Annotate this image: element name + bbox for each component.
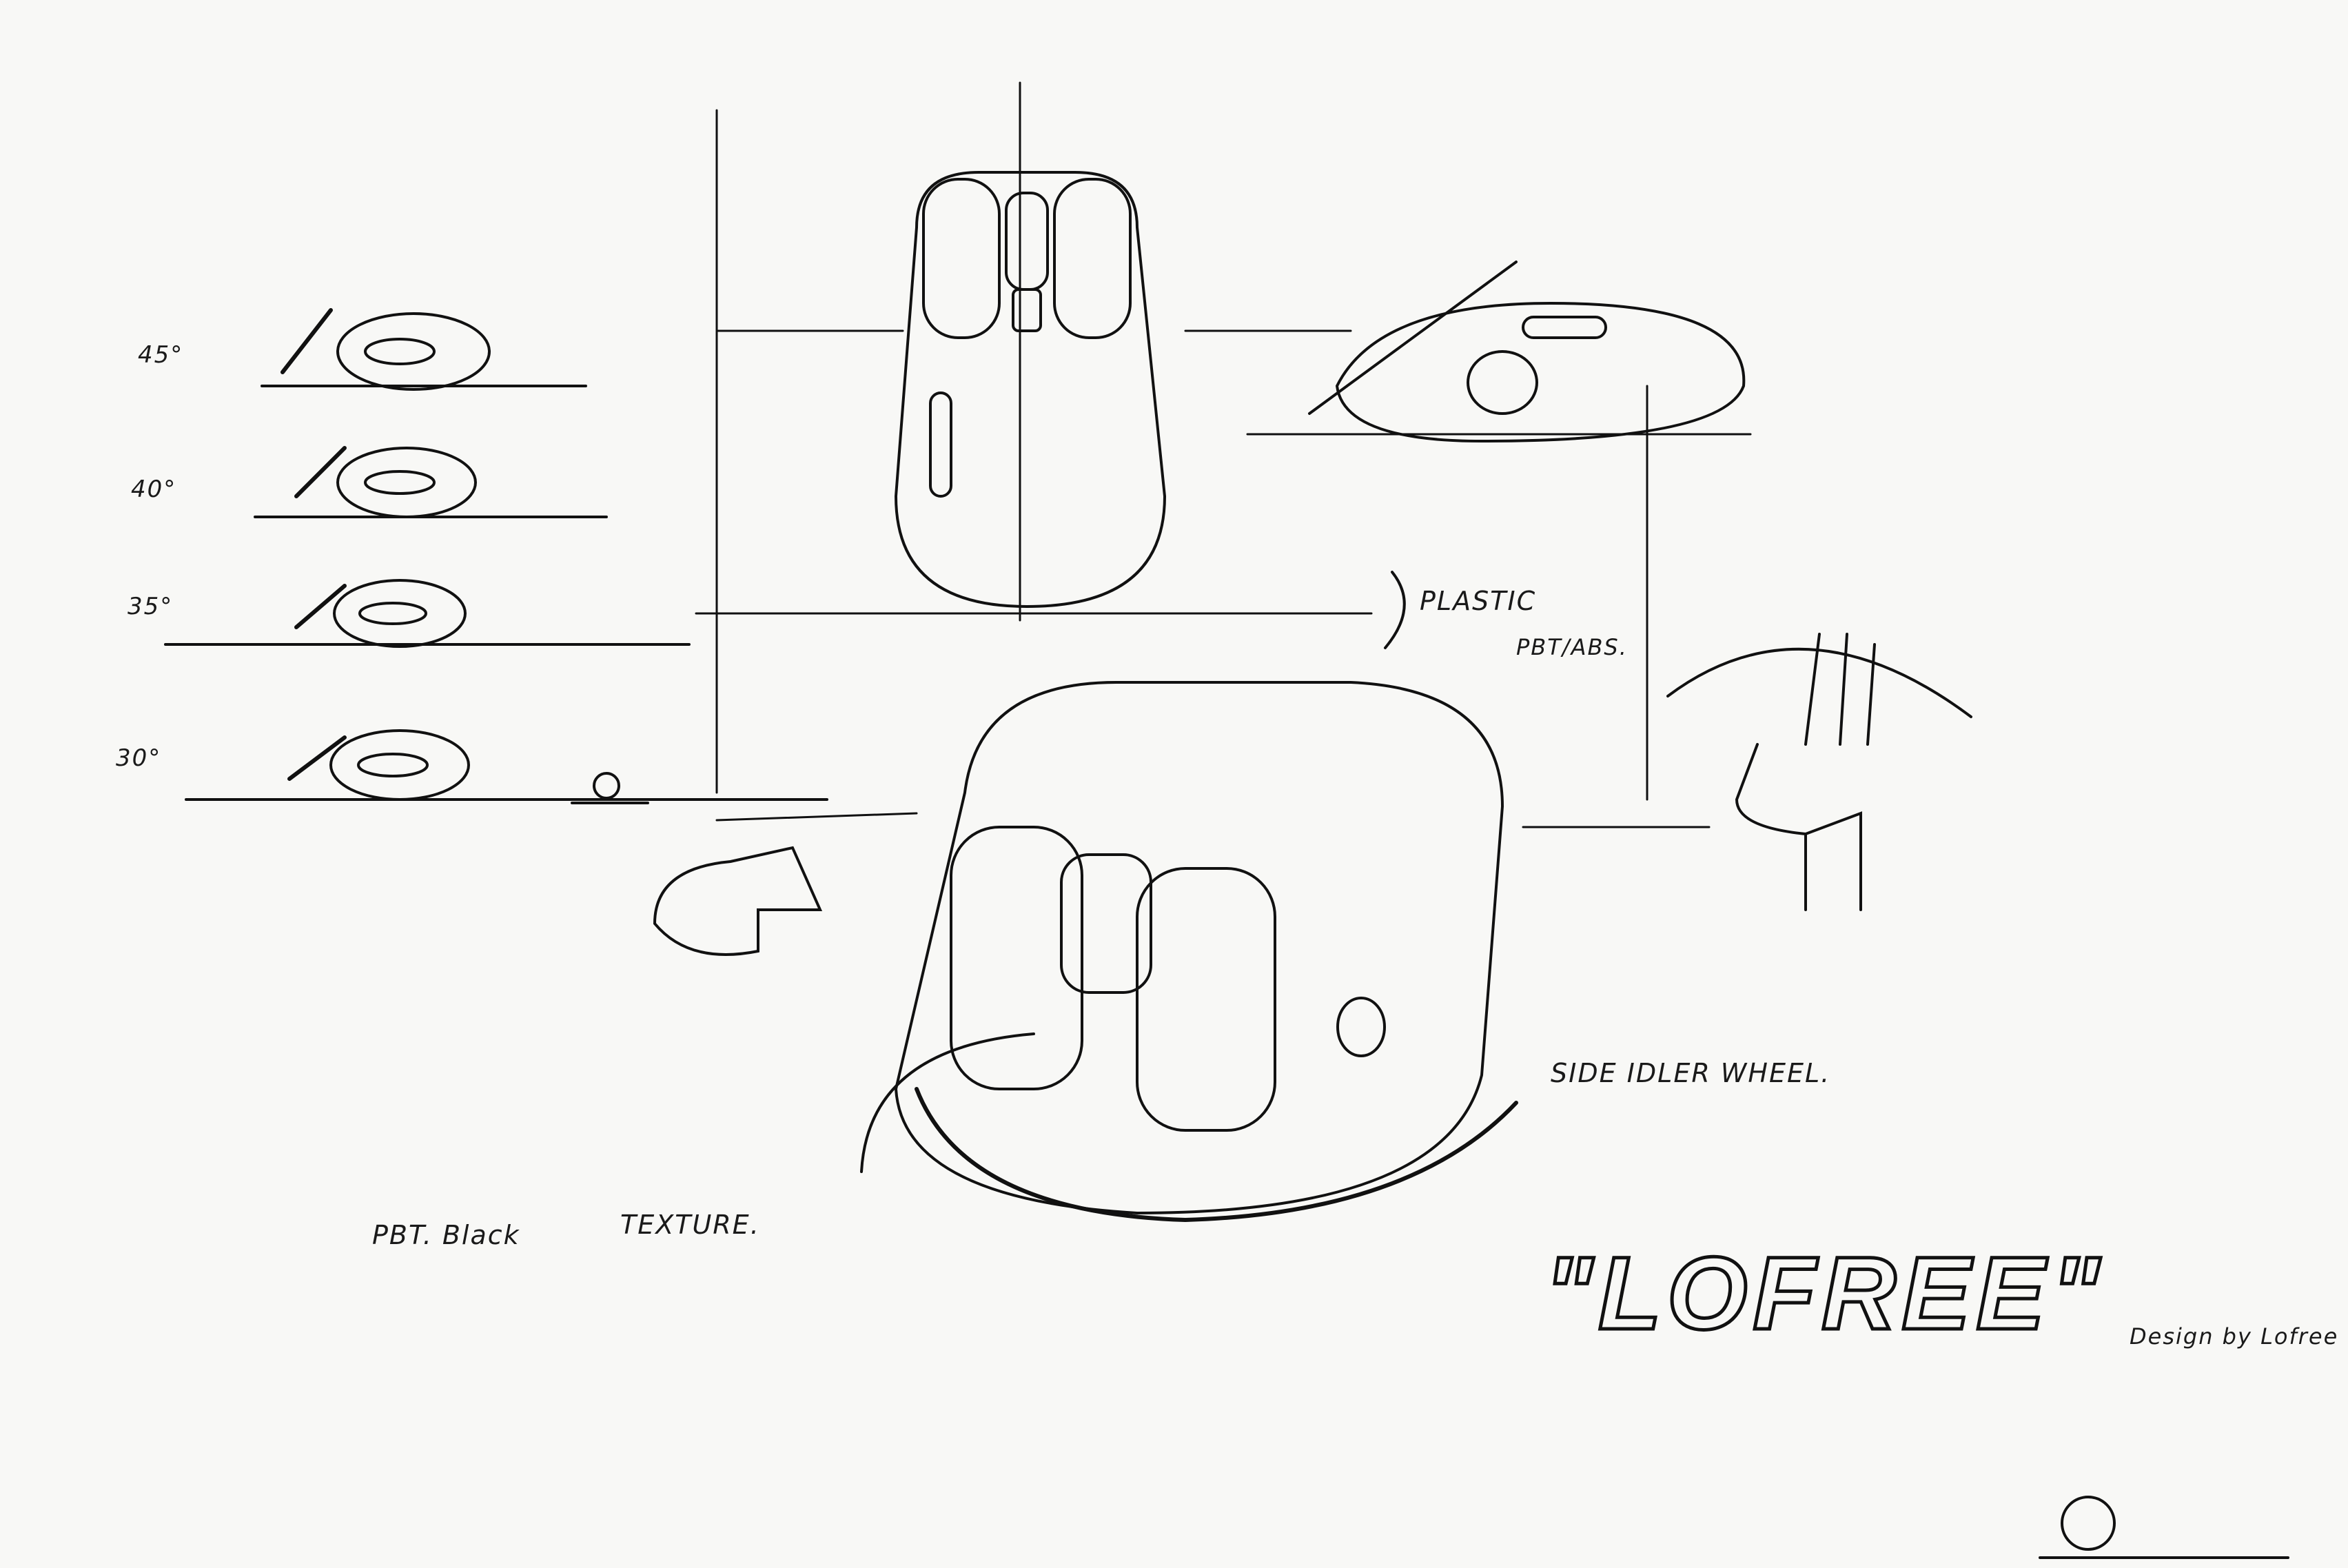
annotation-material: PBT/ABS. (1516, 634, 1628, 660)
angle-label-35: 35° (127, 593, 174, 620)
annotation-pbt-black: PBT. Black (372, 1220, 520, 1250)
side-view-45 (261, 308, 587, 391)
angle-label-40: 40° (131, 476, 177, 503)
annotation-side-idler-wheel: SIDE IDLER WHEEL. (1551, 1058, 1831, 1088)
lofree-logo-lettering: "LOFREE" (1542, 1234, 2105, 1353)
side-view-30 (185, 729, 828, 801)
snail-doodle-left (571, 772, 649, 804)
top-view-mouse (894, 171, 1167, 609)
side-profile-mouse (1246, 261, 1752, 443)
angle-label-30: 30° (116, 744, 162, 772)
angle-label-45: 45° (138, 341, 184, 369)
annotation-texture: TEXTURE. (620, 1210, 760, 1240)
snail-doodle-right (2039, 1496, 2289, 1559)
side-view-35 (164, 579, 691, 648)
designer-signature: Design by Lofree (2130, 1323, 2339, 1350)
side-view-40 (254, 446, 608, 518)
angle-side-views (164, 308, 828, 801)
perspective-mouse (860, 571, 1518, 1223)
hand-sketch (1666, 633, 1972, 911)
rotation-arrow-icon (653, 846, 823, 956)
annotation-plastic: PLASTIC (1420, 586, 1537, 616)
construction-lines (695, 81, 1711, 828)
